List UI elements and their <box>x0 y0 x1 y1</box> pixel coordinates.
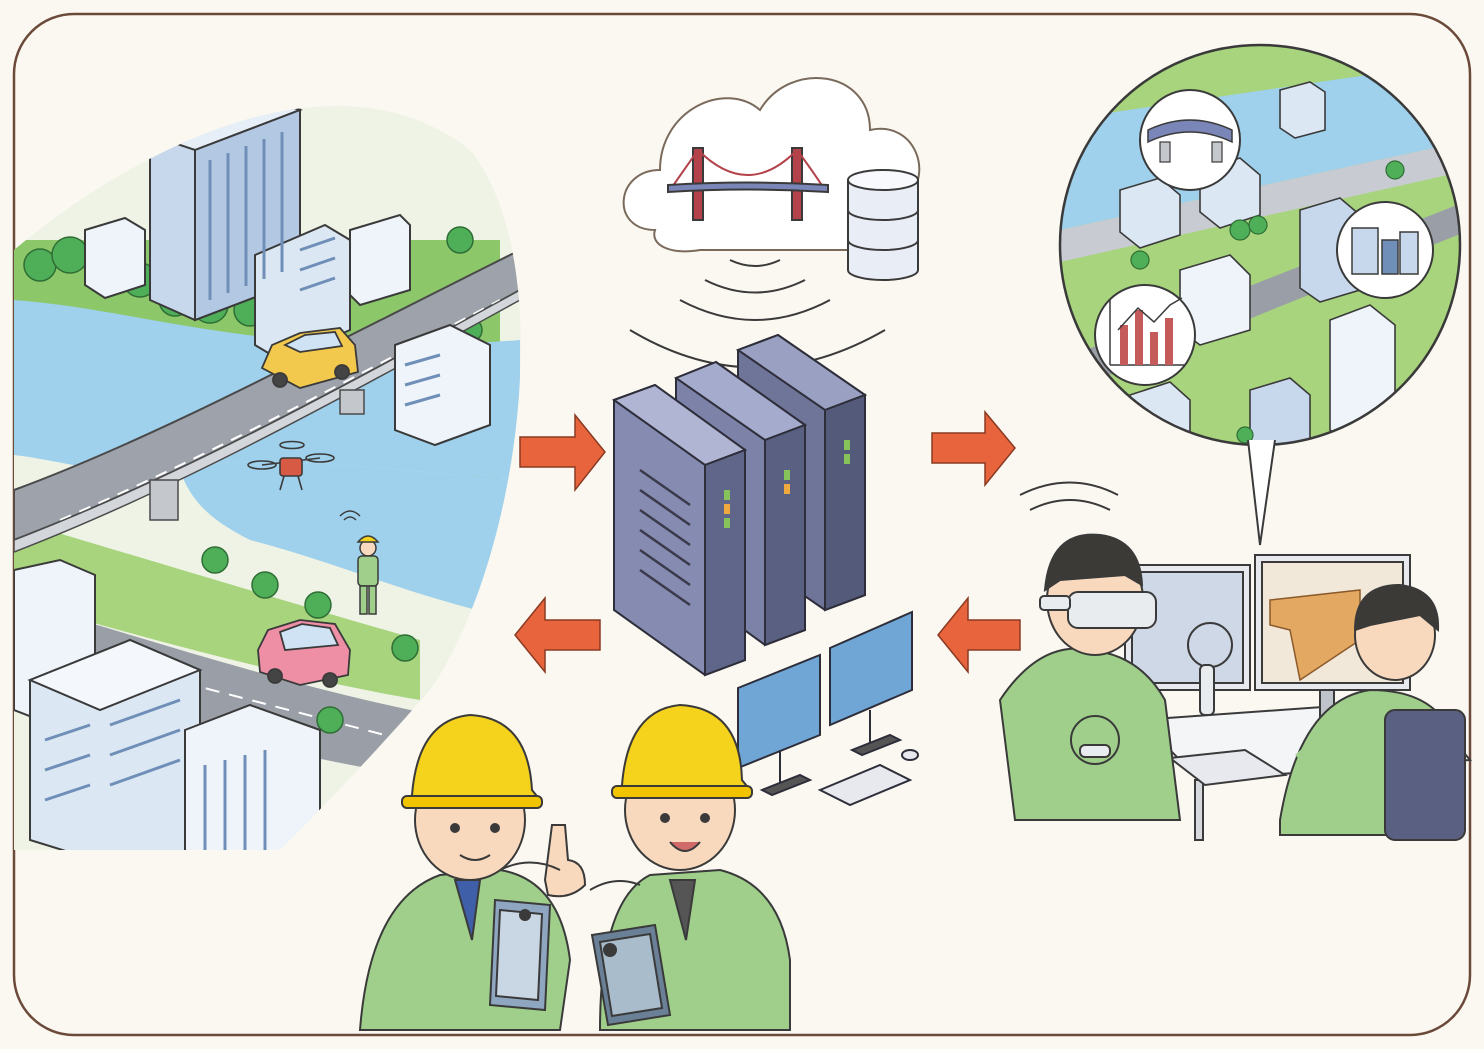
bridge-icon <box>667 147 829 221</box>
yellow-car <box>260 327 359 389</box>
monitor-icon <box>737 610 913 797</box>
wifi-signal-icon <box>499 861 561 871</box>
wifi-signal-icon <box>1019 481 1119 511</box>
city-bridge-scene <box>14 105 521 851</box>
arrow-left-icon <box>937 595 1021 675</box>
helmet <box>403 713 543 807</box>
bridge-detail-bubble <box>1139 89 1241 191</box>
vr-headset-icon <box>1067 591 1157 629</box>
arrow-right-icon <box>519 412 606 493</box>
building-windows <box>208 132 441 407</box>
keyboard-icon <box>1167 748 1288 787</box>
helmet <box>613 703 753 797</box>
drone-pilot <box>339 510 380 615</box>
pink-car <box>257 619 351 688</box>
drone-icon <box>247 440 335 491</box>
bridge-pier <box>149 479 179 521</box>
field-workers-tablets <box>358 703 791 1031</box>
keyboard-icon <box>817 749 919 807</box>
buildings-bottom <box>14 558 321 851</box>
server-rack <box>611 333 868 677</box>
database-icon <box>847 169 919 281</box>
arrow-right-icon <box>931 409 1016 488</box>
arrow-left-icon <box>514 595 601 675</box>
vr-design-workstation <box>998 481 1473 841</box>
